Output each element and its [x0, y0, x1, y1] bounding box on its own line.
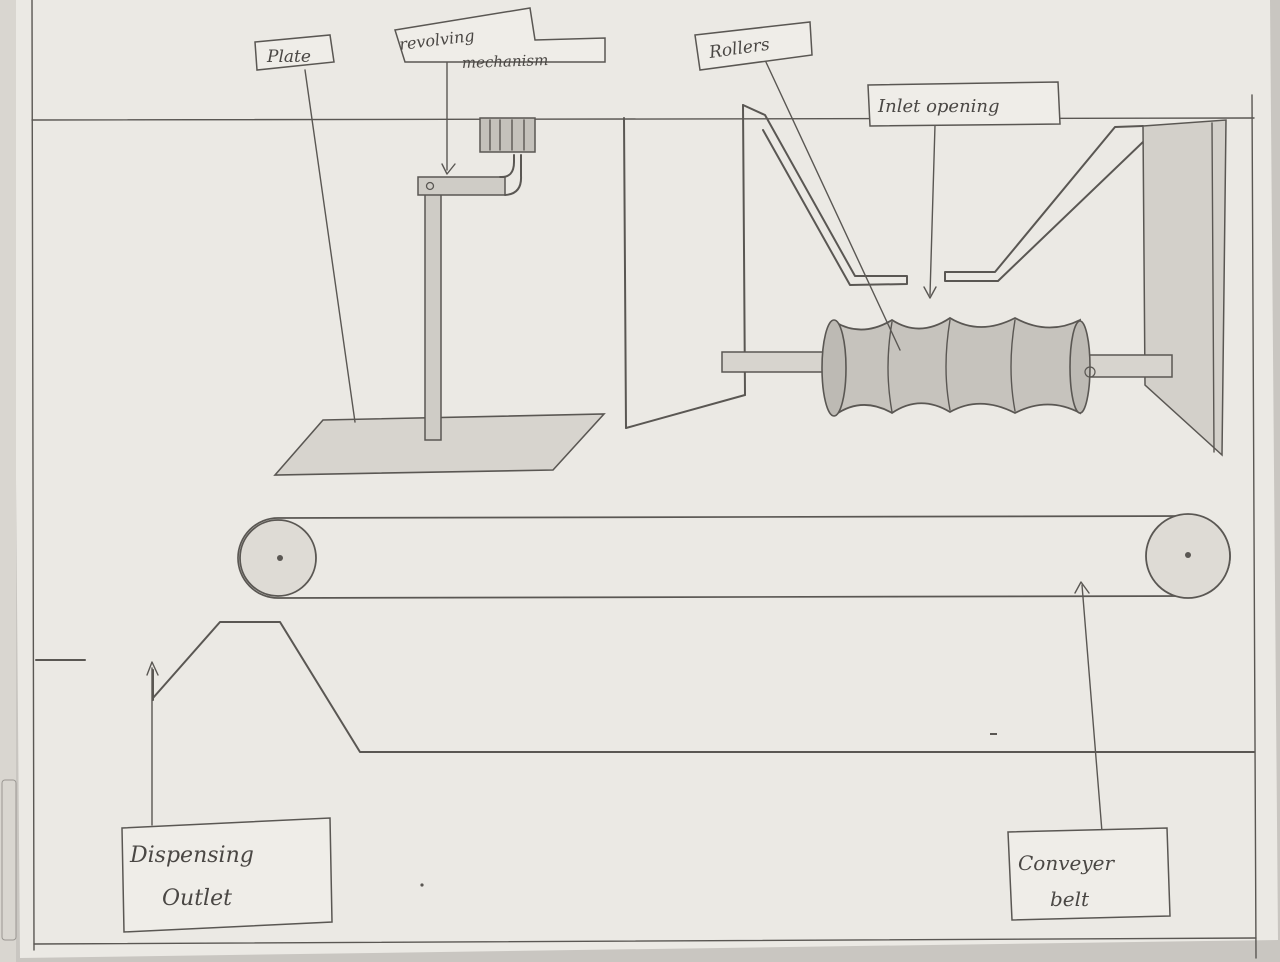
revolving-label-text-2: mechanism	[462, 51, 549, 72]
conveyer-belt	[237, 513, 1231, 599]
binding-box	[1, 779, 17, 941]
dispensing-label-text-2: Outlet	[162, 886, 232, 911]
revolving-mechanism	[417, 117, 536, 441]
partition-wall	[623, 104, 746, 429]
inlet-label-text: Inlet opening	[877, 96, 1000, 117]
conveyer-label-text-2: belt	[1050, 887, 1090, 911]
revolving-mechanism-label: revolving mechanism	[394, 7, 606, 72]
rollers-label: Rollers	[694, 21, 813, 71]
plate-label: Plate	[254, 34, 335, 71]
binding-strip	[0, 0, 16, 962]
pencil-dot	[420, 883, 424, 887]
plate-label-text: Plate	[266, 47, 311, 67]
inlet-opening-label: Inlet opening	[867, 81, 1061, 127]
dispensing-outlet	[35, 621, 1255, 753]
conveyer-belt-label: Conveyer belt	[1007, 827, 1171, 921]
paper-sheet	[12, 0, 1278, 958]
conveyer-label-text-1: Conveyer	[1018, 851, 1115, 875]
inlet-hopper	[742, 104, 1146, 286]
dispensing-label-text-1: Dispensing	[129, 843, 254, 868]
dispensing-outlet-label: Dispensing Outlet	[121, 817, 333, 933]
plate	[273, 413, 606, 476]
leader-lines	[146, 51, 1103, 833]
